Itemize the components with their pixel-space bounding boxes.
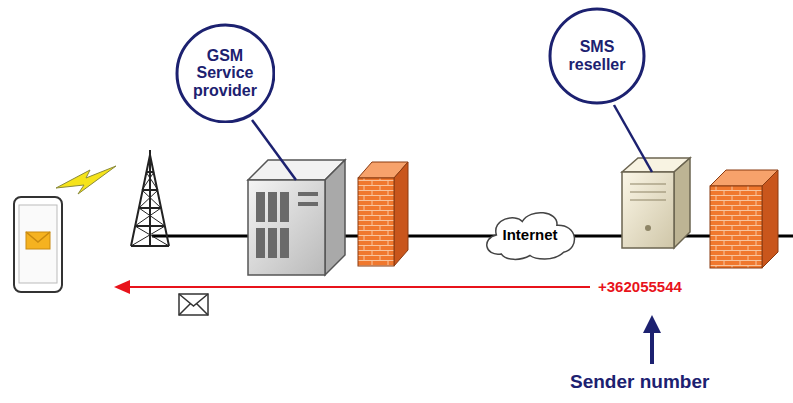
radio-signal <box>56 166 116 194</box>
callout-circle: SMS reseller <box>548 7 646 105</box>
sms-route-arrow <box>114 280 590 294</box>
firewall <box>358 162 408 266</box>
gsm-server <box>248 160 345 275</box>
node-label: SMS reseller <box>560 38 634 73</box>
sender-number: +362055544 <box>598 278 682 295</box>
node-label: GSM Service provider <box>188 47 262 100</box>
envelope-icon <box>179 294 208 315</box>
internet-cloud: Internet <box>482 208 578 262</box>
callout-circle: GSM Service provider <box>175 23 276 124</box>
callout-pointer <box>614 105 652 172</box>
mobile-phone <box>14 197 62 292</box>
caption-label: Sender number <box>570 371 709 393</box>
pointer-arrow <box>643 315 661 364</box>
node-label: Internet <box>502 227 557 244</box>
firewall <box>710 170 778 268</box>
callout-pointer <box>252 120 296 180</box>
cell-tower <box>131 150 169 246</box>
sms-reseller-server <box>622 158 690 248</box>
